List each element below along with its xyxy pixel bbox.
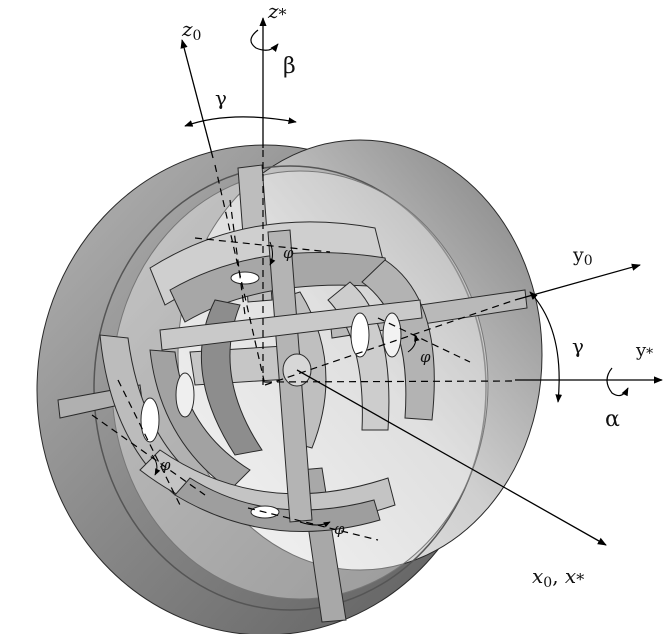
label-y0: y0 (572, 244, 593, 269)
horizontal-shaft (57, 289, 528, 419)
right-shaft (329, 289, 528, 339)
ystar-axis-dashed (264, 380, 516, 383)
y0-axis (514, 263, 641, 301)
z0-axis (180, 39, 214, 159)
flexure-assembly (99, 221, 435, 532)
cross-beam-horizontal (159, 299, 423, 351)
hole-right-1 (350, 312, 370, 358)
phi-arc-2 (407, 334, 420, 353)
label-x0-xstar: x0, x* (532, 564, 584, 591)
beta-rotation-arrow (250, 29, 279, 53)
y0-axis-dashed (264, 299, 516, 386)
tilt-dash-right (377, 317, 471, 363)
lower-plate-front (174, 477, 381, 532)
label-alpha: α (605, 407, 620, 432)
label-phi-right: φ (420, 348, 431, 366)
label-gamma-right: γ (572, 334, 584, 358)
label-gamma-top: γ (215, 86, 227, 110)
label-ystar: y* (635, 340, 653, 362)
x-axis (296, 369, 607, 546)
gamma-arc-right (529, 291, 563, 403)
label-phi-top: φ (283, 244, 294, 262)
hole-left-1 (140, 397, 160, 443)
hole-top (230, 271, 260, 285)
phi-arc-3 (151, 454, 161, 476)
axes (91, 17, 663, 546)
hole-right-2 (382, 312, 402, 358)
label-beta: β (283, 54, 296, 79)
label-phi-bottom: φ (334, 520, 345, 538)
hole-left-2 (175, 372, 195, 418)
label-phi-left: φ (160, 456, 171, 474)
tilt-dash-top-v (229, 199, 246, 316)
labels: z0 z* β γ y0 γ y* α x0, x* φ φ φ φ (160, 0, 653, 591)
tilt-dash-top (194, 237, 331, 253)
label-z0: z0 (181, 17, 201, 44)
phi-arc-1 (269, 241, 276, 266)
phi-arc-4 (299, 521, 331, 528)
gamma-arc-top (184, 116, 297, 127)
label-zstar: z* (267, 0, 287, 24)
ring-inner-opening (93, 165, 487, 611)
tilt-dash-bottom (247, 507, 379, 541)
alpha-rotation-arrow (606, 367, 629, 397)
rotation-indicators (151, 29, 629, 528)
